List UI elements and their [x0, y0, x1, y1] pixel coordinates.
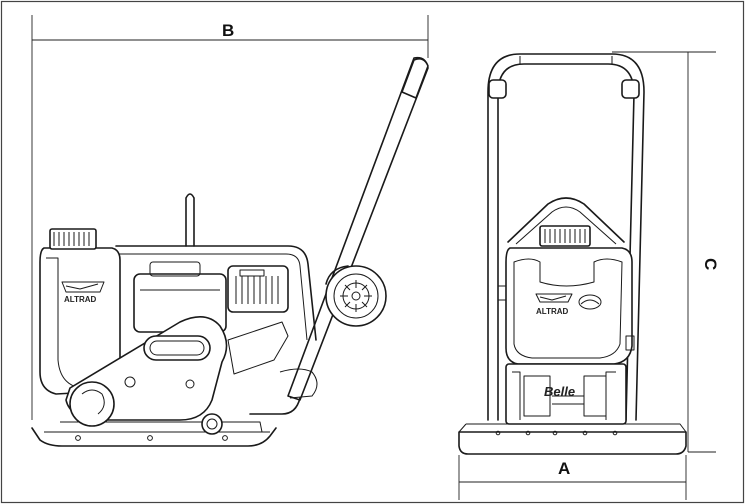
side-badge-text: ALTRAD	[64, 295, 97, 304]
side-badge: ALTRAD	[61, 281, 105, 304]
dimension-label-c: C	[701, 258, 720, 270]
dimension-a: A	[458, 455, 687, 500]
dimension-c: C	[612, 51, 720, 453]
side-base-plate	[31, 427, 277, 447]
front-badge-text: ALTRAD	[536, 307, 569, 316]
side-frame-tube	[115, 245, 317, 341]
front-grip-left	[488, 79, 507, 99]
front-brand-text: Belle	[544, 384, 575, 399]
front-tank-body	[505, 247, 633, 365]
front-view-compactor: ALTRAD Belle	[458, 53, 687, 455]
side-exciter	[69, 381, 115, 427]
front-lift-bail	[507, 197, 625, 243]
dimension-label-a: A	[558, 459, 570, 478]
side-handle-grip	[401, 58, 429, 99]
front-badge: ALTRAD	[535, 293, 602, 316]
dimension-b: B	[31, 15, 429, 420]
front-lower-mechanism	[505, 363, 627, 425]
side-view-compactor: ALTRAD	[31, 56, 429, 447]
side-lifting-hook	[185, 193, 195, 247]
side-muffler	[227, 265, 289, 313]
side-handle-bar	[287, 56, 429, 401]
side-transport-wheel	[325, 265, 387, 327]
front-handle-hoop	[487, 53, 645, 421]
dimension-label-b: B	[222, 21, 234, 40]
side-isolator	[201, 413, 223, 435]
side-guard-slot	[143, 335, 211, 361]
front-base-plate	[458, 431, 687, 455]
front-grip-right	[621, 79, 640, 99]
